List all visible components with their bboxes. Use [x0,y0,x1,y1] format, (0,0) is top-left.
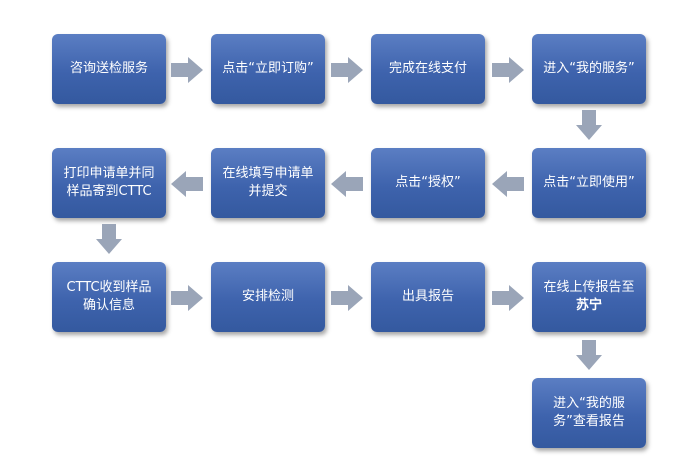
arrow-right-icon [492,285,524,311]
arrow-left-icon [171,171,203,197]
step-label: 安排检测 [241,289,294,304]
step-cttc-confirm-receipt: CTTC收到样品确认信息 [52,262,166,332]
arrow-right-icon [492,57,524,83]
step-label: 点击“授权” [395,175,461,190]
step-click-authorize: 点击“授权” [371,148,485,218]
step-label: 点击“立即使用” [543,175,635,190]
arrow-right-icon [331,285,363,311]
step-click-order-now: 点击“立即订购” [211,34,325,104]
step-label: 完成在线支付 [388,61,467,76]
step-label: 点击“立即订购” [222,61,314,76]
step-consult-testing-service: 咨询送检服务 [52,34,166,104]
arrow-down-icon [576,340,602,370]
arrow-right-icon [331,57,363,83]
step-issue-report: 出具报告 [371,262,485,332]
arrow-left-icon [492,171,524,197]
step-label-brand: 苏宁 [575,298,602,313]
arrow-down-icon [96,224,122,254]
step-print-and-ship-sample: 打印申请单并同样品寄到CTTC [52,148,166,218]
step-upload-report-online: 在线上传报告至 苏宁 [532,262,646,332]
arrow-left-icon [331,171,363,197]
step-click-use-now: 点击“立即使用” [532,148,646,218]
step-label: 进入“我的服务” [543,61,635,76]
arrow-right-icon [171,57,203,83]
step-enter-my-services: 进入“我的服务” [532,34,646,104]
step-label: 在线上传报告至 [543,280,635,295]
arrow-right-icon [171,285,203,311]
step-view-report-in-my-services: 进入“我的服务”查看报告 [532,378,646,448]
step-label: 打印申请单并同样品寄到CTTC [63,166,155,199]
step-label: CTTC收到样品确认信息 [66,280,152,313]
step-label: 咨询送检服务 [69,61,148,76]
step-fill-application-online: 在线填写申请单并提交 [211,148,325,218]
step-label: 在线填写申请单并提交 [222,166,314,199]
step-label: 进入“我的服务”查看报告 [553,396,625,429]
step-complete-online-payment: 完成在线支付 [371,34,485,104]
arrow-down-icon [576,110,602,140]
step-label: 出具报告 [401,289,454,304]
step-arrange-testing: 安排检测 [211,262,325,332]
